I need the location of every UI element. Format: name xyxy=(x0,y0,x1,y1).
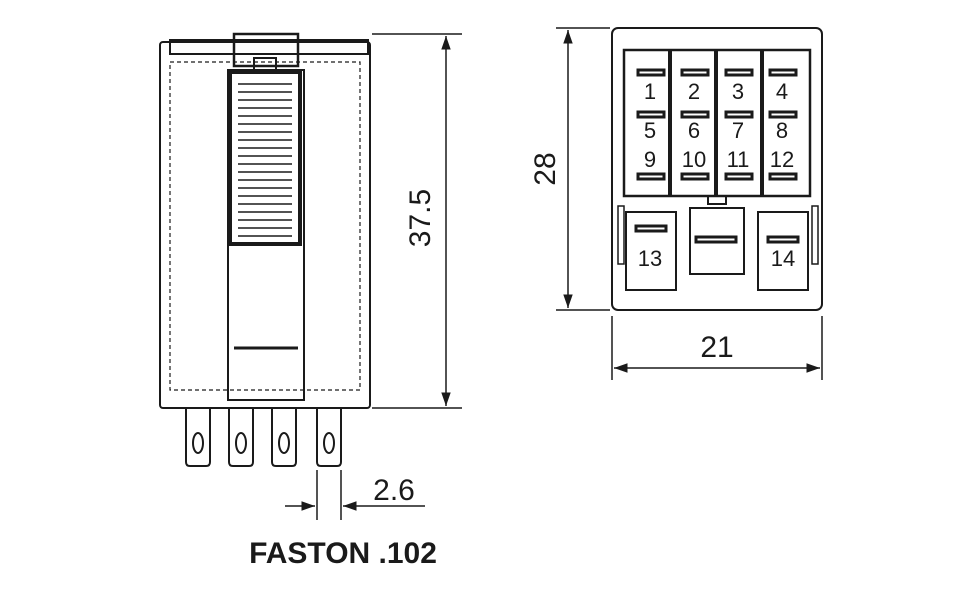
front-view-outline xyxy=(611,27,823,311)
dimension-height-side xyxy=(372,33,462,409)
front-view-coil-slot-left xyxy=(617,205,625,265)
side-view-pin xyxy=(316,408,342,467)
front-view-coil-terminal-14 xyxy=(757,211,809,291)
pin-label: 11 xyxy=(727,147,750,172)
pin-label: 10 xyxy=(682,147,706,172)
pin-label: 9 xyxy=(644,147,656,172)
side-view-body xyxy=(159,41,371,409)
front-view-coil-terminal-13 xyxy=(625,211,677,291)
side-view-inner-dashed xyxy=(169,61,361,391)
pin-label: 6 xyxy=(688,118,700,143)
dimension-width-front xyxy=(611,316,823,380)
dimension-pin-pitch xyxy=(285,470,425,520)
pin-label: 12 xyxy=(770,147,794,172)
front-view-center-key xyxy=(689,207,745,275)
dimension-width-front-label: 21 xyxy=(700,331,733,364)
side-view-center-strip xyxy=(227,69,305,401)
side-view-latch-tab xyxy=(232,32,300,68)
pin-label: 3 xyxy=(732,79,744,104)
dimension-height-front-label: 28 xyxy=(529,152,562,185)
side-view-indicator-window xyxy=(228,70,302,246)
side-view-indicator-ribs xyxy=(238,83,292,237)
dimension-pin-pitch-label: 2.6 xyxy=(373,474,415,507)
side-view-pin xyxy=(185,408,211,467)
front-view-terminal-blades xyxy=(636,68,798,181)
side-view-pin xyxy=(228,408,254,467)
front-view-coil-slot-right xyxy=(811,205,819,265)
side-view xyxy=(159,32,371,467)
front-view xyxy=(611,27,823,311)
front-view-key-notch xyxy=(707,196,727,205)
terminal-type-caption: FASTON .102 xyxy=(249,537,437,570)
dimension-height-side-label: 37.5 xyxy=(404,189,437,247)
side-view-pins xyxy=(185,408,342,467)
pin-label: 14 xyxy=(771,246,795,271)
side-view-top-rim xyxy=(169,39,369,55)
pin-label: 4 xyxy=(776,79,788,104)
pin-label: 13 xyxy=(638,246,662,271)
front-view-pin-numbers: 1 2 3 4 5 6 7 8 9 10 11 12 13 14 xyxy=(638,79,795,271)
pin-label: 8 xyxy=(776,118,788,143)
pin-label: 1 xyxy=(644,79,656,104)
side-view-pin xyxy=(271,408,297,467)
pin-label: 2 xyxy=(688,79,700,104)
pin-label: 7 xyxy=(732,118,744,143)
dimension-height-front xyxy=(556,27,610,311)
pin-label: 5 xyxy=(644,118,656,143)
